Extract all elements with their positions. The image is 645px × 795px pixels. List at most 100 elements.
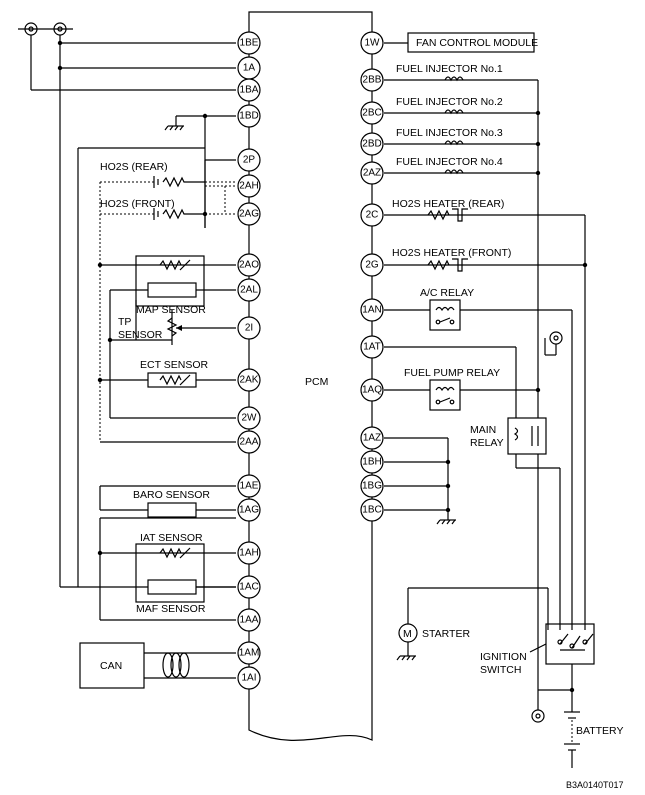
terminal-label: 1BH	[362, 457, 381, 468]
baro-sensor-label: BARO SENSOR	[133, 489, 210, 501]
terminal-left-1a: 1A	[237, 56, 261, 80]
terminal-label: 1BG	[362, 481, 382, 492]
terminal-left-1ah: 1AH	[237, 541, 261, 565]
terminal-label: 2BD	[362, 139, 381, 150]
ignition-switch-label-2: SWITCH	[480, 664, 521, 676]
terminal-right-2g: 2G	[360, 253, 384, 277]
terminal-right-1aq: 1AQ	[360, 378, 384, 402]
tp-sensor-label-1: TP	[118, 316, 131, 328]
ground-icon	[436, 519, 456, 525]
terminal-left-2al: 2AL	[237, 278, 261, 302]
ignition-switch-box	[545, 623, 595, 665]
starter-label: STARTER	[422, 628, 470, 640]
ect-sensor-label: ECT SENSOR	[140, 359, 208, 371]
terminal-left-1ac: 1AC	[237, 575, 261, 599]
terminal-label: 1AE	[240, 481, 259, 492]
terminal-right-1w: 1W	[360, 31, 384, 55]
terminal-left-2w: 2W	[237, 406, 261, 430]
terminal-label: 1AA	[240, 615, 259, 626]
terminal-label: 1BC	[362, 505, 381, 516]
pcm-outline	[248, 11, 373, 741]
terminal-label: 2P	[243, 155, 256, 166]
shield-ground-icon	[549, 331, 563, 345]
terminal-label: 2G	[365, 260, 379, 271]
terminal-label: 1BD	[239, 111, 258, 122]
map-sensor-element	[147, 282, 197, 298]
maf-sensor-label: MAF SENSOR	[136, 603, 206, 615]
terminal-right-1az: 1AZ	[360, 426, 384, 450]
terminal-left-1ae: 1AE	[237, 474, 261, 498]
terminal-label: 2AG	[239, 209, 259, 220]
terminal-label: 1AQ	[362, 385, 382, 396]
fuel-pump-relay-box	[429, 379, 461, 411]
terminal-label: 1BA	[240, 85, 259, 96]
terminal-label: 2AZ	[363, 168, 381, 179]
terminal-label: 1W	[365, 38, 381, 49]
baro-sensor-element	[147, 502, 197, 518]
terminal-right-2bb: 2BB	[360, 68, 384, 92]
maf-sensor-element	[147, 579, 197, 595]
map-sensor-label: MAP SENSOR	[136, 304, 206, 316]
ac-relay-label: A/C RELAY	[420, 287, 474, 299]
terminal-label: 2AO	[239, 260, 259, 271]
terminal-label: 1AI	[241, 673, 256, 684]
terminal-left-1be: 1BE	[237, 31, 261, 55]
map-sensor-frame	[135, 255, 205, 307]
terminal-left-2i: 2I	[237, 316, 261, 340]
terminal-label: 2W	[242, 413, 258, 424]
terminal-right-1an: 1AN	[360, 298, 384, 322]
ho2s-front-label: HO2S (FRONT)	[100, 198, 175, 210]
fuel-injector-2-label: FUEL INJECTOR No.2	[396, 96, 503, 108]
terminal-label: 1BE	[240, 38, 259, 49]
fuel-pump-relay-label: FUEL PUMP RELAY	[404, 367, 500, 379]
tp-sensor-label-2: SENSOR	[118, 329, 163, 341]
terminal-left-2ak: 2AK	[237, 368, 261, 392]
ect-sensor-element	[147, 372, 197, 388]
starter-m-label: M	[403, 628, 412, 640]
terminal-left-1aa: 1AA	[237, 608, 261, 632]
fan-control-module-label: FAN CONTROL MODULE	[416, 37, 538, 49]
battery-label: BATTERY	[576, 725, 623, 737]
terminal-label: 2AK	[240, 375, 259, 386]
terminal-right-1bh: 1BH	[360, 450, 384, 474]
shield-ground-icon	[531, 709, 545, 723]
shield-ground-icon	[18, 22, 73, 36]
coil-icon	[444, 76, 464, 175]
twisted-pair-icon	[162, 652, 190, 678]
can-label: CAN	[100, 660, 122, 672]
terminal-left-2aa: 2AA	[237, 430, 261, 454]
main-relay-label-1: MAIN	[470, 424, 496, 436]
terminal-label: 1AM	[239, 648, 260, 659]
terminal-label: 2BB	[363, 75, 382, 86]
terminal-right-2bc: 2BC	[360, 101, 384, 125]
terminal-left-2ah: 2AH	[237, 174, 261, 198]
terminal-left-1ba: 1BA	[237, 78, 261, 102]
ho2s-heater-front-label: HO2S HEATER (FRONT)	[392, 247, 511, 259]
terminal-left-1ai: 1AI	[237, 666, 261, 690]
terminal-right-1at: 1AT	[360, 335, 384, 359]
fuel-injector-3-label: FUEL INJECTOR No.3	[396, 127, 503, 139]
figure-code: B3A0140T017	[566, 780, 624, 790]
iat-sensor-label: IAT SENSOR	[140, 532, 203, 544]
ground-icon	[164, 125, 184, 131]
maf-sensor-frame	[135, 543, 205, 603]
main-relay-box	[507, 417, 547, 455]
terminal-label: 2C	[366, 210, 379, 221]
terminal-left-2p: 2P	[237, 148, 261, 172]
can-box	[79, 642, 145, 689]
terminal-label: 2AL	[240, 285, 258, 296]
terminal-left-1bd: 1BD	[237, 104, 261, 128]
main-relay-label-2: RELAY	[470, 437, 504, 449]
terminal-label: 2AH	[239, 181, 258, 192]
terminal-right-1bc: 1BC	[360, 498, 384, 522]
terminal-label: 1AZ	[363, 433, 381, 444]
terminal-label: 1AG	[239, 505, 259, 516]
terminal-right-1bg: 1BG	[360, 474, 384, 498]
terminal-label: 1AC	[239, 582, 258, 593]
terminal-label: 1AT	[363, 342, 381, 353]
pcm-label: PCM	[305, 376, 328, 388]
terminal-right-2c: 2C	[360, 203, 384, 227]
terminal-left-1am: 1AM	[237, 641, 261, 665]
terminal-label: 1AH	[239, 548, 258, 559]
